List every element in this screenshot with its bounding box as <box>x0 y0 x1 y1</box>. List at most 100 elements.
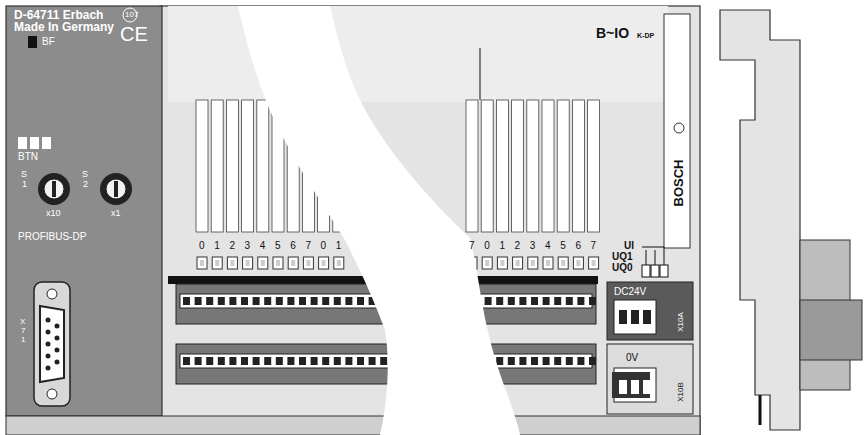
switch-name: 2 <box>83 180 88 189</box>
base-rail <box>6 416 700 435</box>
channel-number: 6 <box>290 241 296 251</box>
led <box>500 260 504 266</box>
label-strip <box>512 100 524 232</box>
terminal-screw <box>218 357 225 365</box>
channel-number: 6 <box>575 241 581 251</box>
led <box>561 260 565 266</box>
btn-led <box>30 137 39 149</box>
mark-circle <box>674 123 684 133</box>
channel-number: 2 <box>515 241 521 251</box>
switch-factor: x1 <box>111 209 121 218</box>
supply-led <box>642 265 650 277</box>
terminal-screw <box>508 297 515 305</box>
led <box>230 260 234 266</box>
callout-number: 107 <box>125 11 138 19</box>
channel-number: 4 <box>260 241 266 251</box>
connector-name: 7 <box>21 327 25 335</box>
sub-d-pin <box>46 366 51 371</box>
terminal-screw <box>218 297 225 305</box>
terminal-screw <box>183 297 190 305</box>
terminal-screw <box>566 297 573 305</box>
terminal-screw <box>229 357 236 365</box>
terminal-screw <box>264 297 271 305</box>
terminal-screw <box>543 357 550 365</box>
label-strip <box>211 100 223 232</box>
led <box>576 260 580 266</box>
channel-number: 3 <box>530 241 536 251</box>
terminal-screw <box>566 357 573 365</box>
signal-name: UQ0 <box>612 263 633 273</box>
terminal-screw <box>229 297 236 305</box>
led <box>306 260 310 266</box>
label-strip <box>257 100 269 232</box>
channel-number: 3 <box>245 241 251 251</box>
terminal-screw <box>264 357 271 365</box>
channel-number: 1 <box>214 241 220 251</box>
terminal-screw <box>357 357 364 365</box>
rotary-switch <box>106 179 126 199</box>
terminal-connector <box>466 284 596 324</box>
channel-number: 0 <box>321 241 327 251</box>
terminal-screw <box>519 357 526 365</box>
switch-factor: x10 <box>46 209 61 218</box>
terminal-screw <box>253 357 260 365</box>
label-strip <box>588 100 600 232</box>
label-strip <box>557 100 569 232</box>
led-window <box>288 257 298 269</box>
terminal-row <box>470 294 592 308</box>
terminal-screw <box>519 297 526 305</box>
address-text: D-64711 Erbach <box>14 9 103 21</box>
rotary-switch <box>38 173 70 205</box>
rotary-switch <box>100 173 132 205</box>
plug-pin <box>631 310 639 324</box>
label-strip <box>242 100 254 232</box>
led-window <box>334 257 344 269</box>
switch-name: S <box>82 170 88 179</box>
led-name: BF <box>42 37 55 47</box>
label-strip <box>226 100 238 232</box>
ground-plug <box>612 372 650 398</box>
plug-pin <box>631 380 639 394</box>
side-latch <box>759 395 762 425</box>
btn-led <box>18 137 27 149</box>
signal-name: UI <box>624 241 634 251</box>
terminal-screw <box>496 357 503 365</box>
screw <box>47 289 57 299</box>
terminal-screw <box>334 357 341 365</box>
channel-number: 4 <box>545 241 551 251</box>
led-window <box>497 257 507 269</box>
led-window <box>558 257 568 269</box>
led-name: BTN <box>18 152 38 162</box>
screw <box>47 389 57 399</box>
terminal-screw <box>299 357 306 365</box>
led-window <box>482 257 492 269</box>
led <box>337 260 341 266</box>
terminal-screw <box>299 297 306 305</box>
switch-name: S <box>21 170 27 179</box>
led-window <box>197 257 207 269</box>
led <box>485 260 489 266</box>
terminal-screw <box>369 357 376 365</box>
terminal-screw <box>276 357 283 365</box>
led-window <box>273 257 283 269</box>
led <box>246 260 250 266</box>
terminal-screw <box>195 357 202 365</box>
terminal-screw <box>589 357 596 365</box>
channel-number: 0 <box>484 241 490 251</box>
channel-number: 2 <box>229 241 235 251</box>
bus-name: PROFIBUS-DP <box>18 232 86 242</box>
terminal-screw <box>334 297 341 305</box>
terminal-screw <box>589 297 596 305</box>
channel-number: 5 <box>560 241 566 251</box>
led-window <box>573 257 583 269</box>
led-window <box>212 257 222 269</box>
switch-name: 1 <box>22 180 27 189</box>
sub-d-pin <box>46 318 51 323</box>
terminal-screw <box>554 297 561 305</box>
terminal-screw <box>345 357 352 365</box>
terminal-screw <box>287 297 294 305</box>
supply-name: DC24V <box>614 287 646 297</box>
plug-pin <box>643 380 651 394</box>
terminal-screw <box>508 357 515 365</box>
sub-d-pin <box>46 342 51 347</box>
